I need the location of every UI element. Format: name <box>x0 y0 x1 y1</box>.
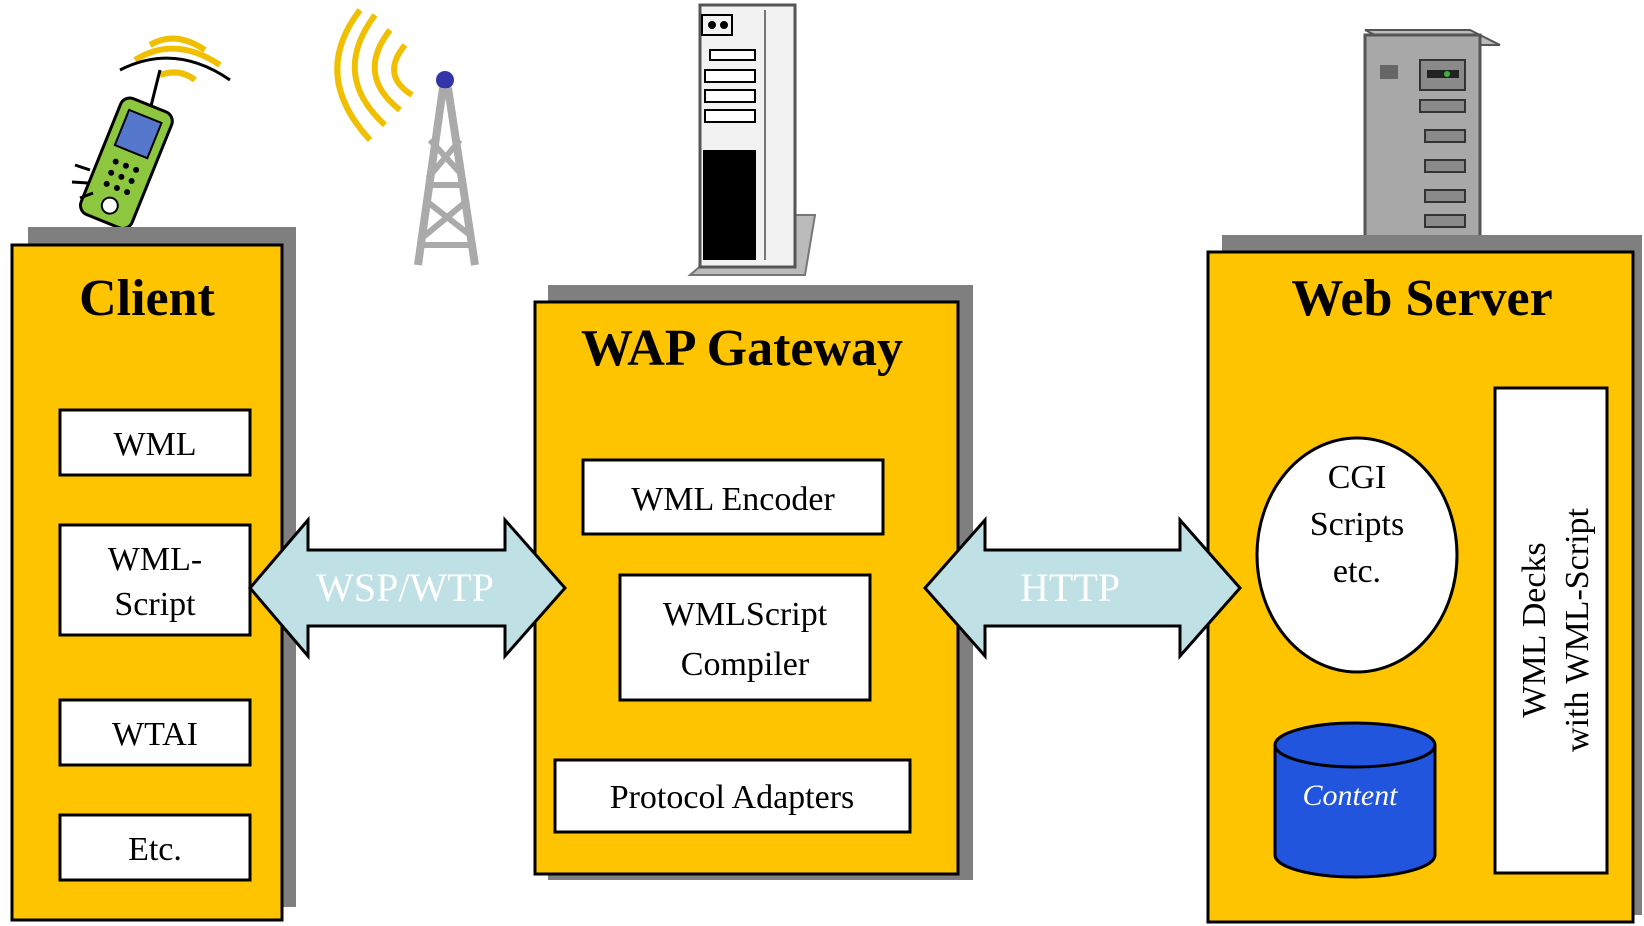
protocol-adapters-box <box>553 758 912 834</box>
wml-encoder-box <box>581 458 885 536</box>
server-title: Web Server <box>1291 270 1552 327</box>
web-server-block: Web Server CGI Scripts etc. Content WML … <box>1206 235 1642 924</box>
wtai-label: WTAI <box>112 716 198 753</box>
wml-decks-label-line2: with WML-Script <box>1559 507 1596 752</box>
mobile-phone-icon <box>71 35 231 230</box>
http-arrow: HTTP <box>922 516 1243 660</box>
client-block: Client WML WML- Script WTAI Etc. <box>10 227 296 922</box>
wml-label: WML <box>113 426 196 463</box>
wmlscript-compiler-box <box>618 573 872 702</box>
cgi-label-line3: etc. <box>1333 553 1381 590</box>
etc-box <box>58 813 252 882</box>
wml-decks-box <box>1493 386 1609 875</box>
cgi-label-line2: Scripts <box>1310 506 1404 543</box>
http-label: HTTP <box>1020 565 1120 610</box>
wml-box <box>58 408 252 477</box>
wmlscript-label-line1: WML- <box>108 541 202 578</box>
wmlscript-compiler-label-line1: WMLScript <box>663 596 828 633</box>
content-label: Content <box>1303 779 1399 812</box>
client-title: Client <box>79 270 215 327</box>
protocol-adapters-label: Protocol Adapters <box>610 779 855 816</box>
cgi-label-line1: CGI <box>1328 459 1387 496</box>
wmlscript-box <box>58 523 252 637</box>
wtai-box <box>58 698 252 767</box>
etc-label: Etc. <box>128 831 182 868</box>
wml-decks-label-line1: WML Decks <box>1516 542 1553 717</box>
gateway-title: WAP Gateway <box>581 320 903 377</box>
wmlscript-label-line2: Script <box>114 586 196 623</box>
cgi-scripts-ellipse <box>1255 436 1459 674</box>
wsp-wtp-label: WSP/WTP <box>316 565 494 610</box>
gateway-server-icon <box>687 3 817 276</box>
content-database-icon: Content <box>1273 721 1437 879</box>
wap-gateway-block: WAP Gateway WML Encoder WMLScript Compil… <box>533 285 973 880</box>
web-server-icon <box>1363 29 1501 252</box>
wml-encoder-label: WML Encoder <box>631 481 835 518</box>
wsp-wtp-arrow: WSP/WTP <box>248 515 568 661</box>
radio-tower-icon <box>334 8 479 266</box>
wmlscript-compiler-label-line2: Compiler <box>681 646 810 683</box>
